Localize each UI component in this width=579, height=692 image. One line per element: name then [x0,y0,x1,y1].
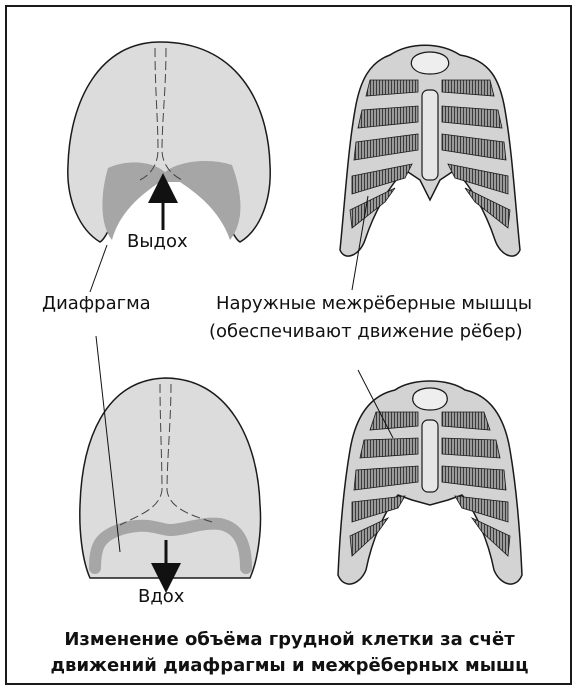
exhale-label: Выдох [127,231,188,253]
diaphragm-exhale [102,161,240,240]
chest-outline-inhale [80,378,261,578]
chest-cavity-inhale [80,378,261,578]
rib-cage-top [340,45,520,256]
vertebra-bottom [413,388,447,410]
sternum-top [422,90,438,180]
vertebra-top [411,52,448,74]
figure-caption-line1: Изменение объёма грудной клетки за счёт [0,628,579,652]
inhale-label: Вдох [138,586,184,608]
leader-diaphragm-top [90,245,107,292]
chest-cavity-exhale [68,42,270,242]
sternum-bottom [422,420,438,492]
muscles-label-line1: Наружные межрёберные мышцы [216,293,532,315]
figure-caption-line2: движений диафрагмы и межрёберных мышц [0,654,579,678]
rib-cage-bottom [338,381,522,584]
muscles-label-line2: (обеспечивают движение рёбер) [209,321,523,343]
diaphragm-label: Диафрагма [42,293,151,315]
